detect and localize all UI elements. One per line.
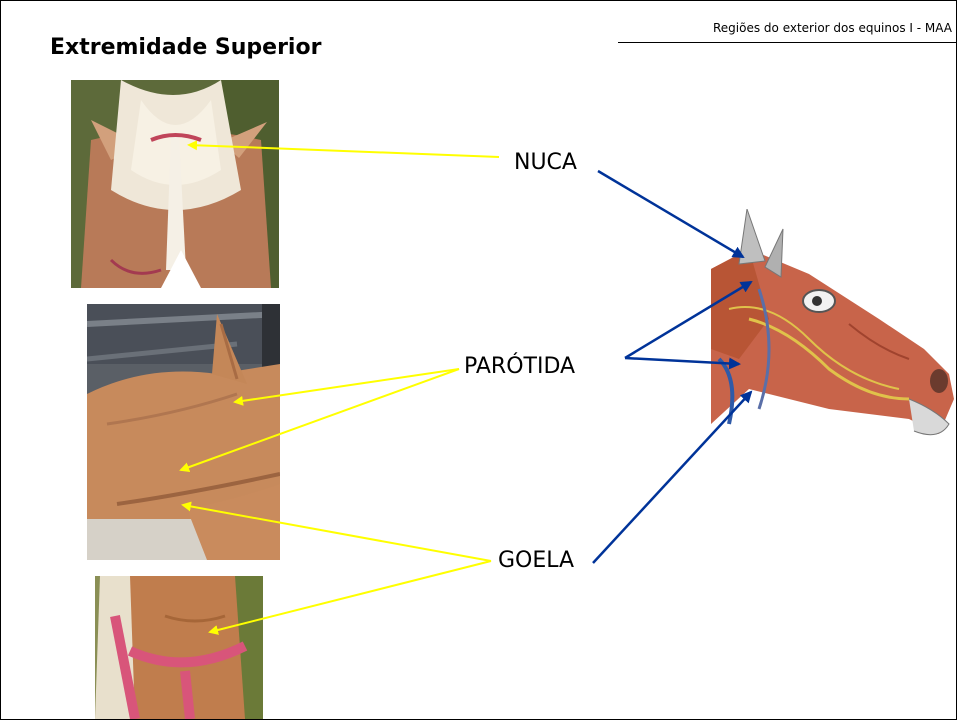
goela-diagram-arrow (592, 390, 753, 564)
label-goela: GOELA (498, 548, 575, 573)
label-nuca: NUCA (514, 150, 577, 175)
goela-photo-arrow-1 (181, 501, 492, 562)
slide-title: Extremidade Superior (50, 35, 322, 60)
parotida-photo-arrow-2 (179, 368, 460, 472)
header-divider (618, 42, 956, 43)
nuca-diagram-arrow (597, 169, 745, 259)
horse-parotid-photo (87, 304, 280, 560)
goela-photo-arrow-2 (208, 560, 492, 635)
parotida-photo-arrow-1 (233, 368, 460, 406)
horse-throat-photo (95, 576, 263, 719)
horse-poll-photo (71, 80, 279, 288)
nuca-photo-arrow (187, 140, 500, 158)
header-subtitle: Regiões do exterior dos equinos I - MAA (713, 21, 952, 35)
label-parotida: PARÓTIDA (464, 354, 576, 379)
parotida-diagram-arrow-2 (624, 356, 741, 370)
parotida-diagram-arrow-1 (624, 280, 753, 360)
